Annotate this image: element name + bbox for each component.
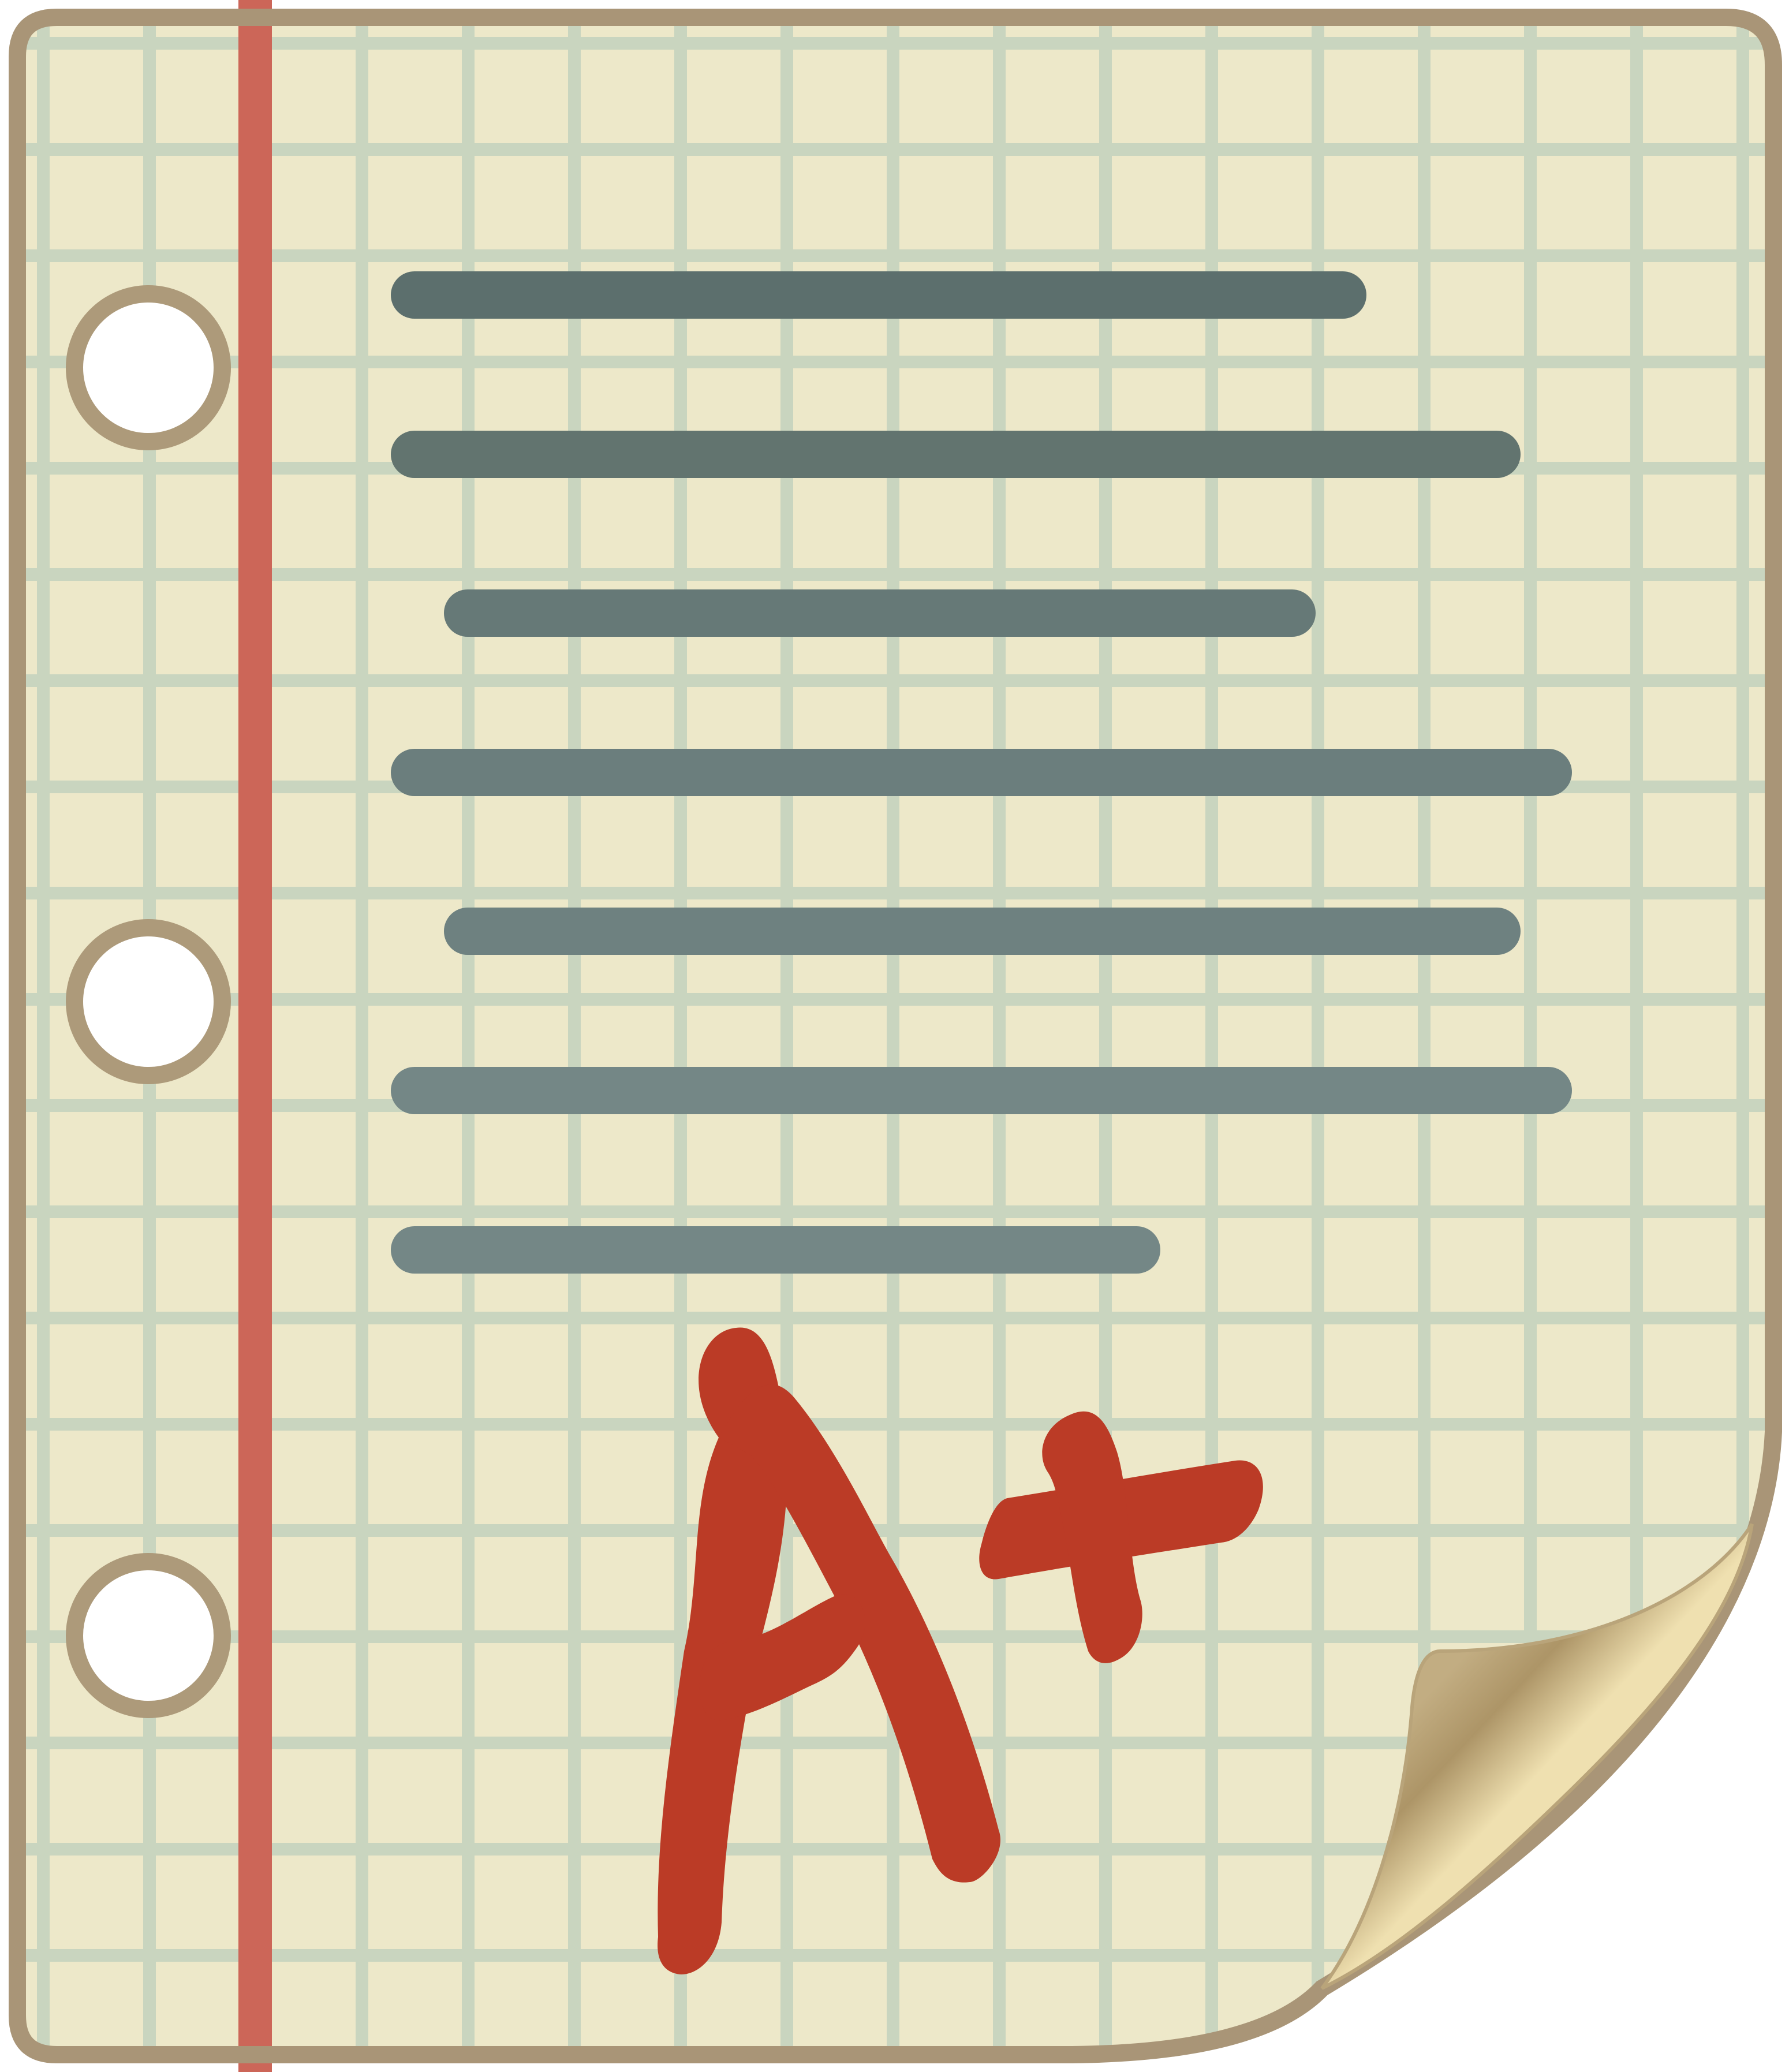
binder-hole — [66, 285, 231, 450]
text-lines — [391, 271, 1572, 1274]
margin-line — [238, 0, 272, 2072]
binder-hole — [66, 919, 231, 1084]
binder-hole — [66, 1553, 231, 1718]
page-curl — [1320, 1523, 1754, 1990]
grade-mark — [658, 1327, 1263, 1974]
grade-letter-a — [699, 1594, 865, 1721]
grade-plus — [1042, 1411, 1142, 1663]
